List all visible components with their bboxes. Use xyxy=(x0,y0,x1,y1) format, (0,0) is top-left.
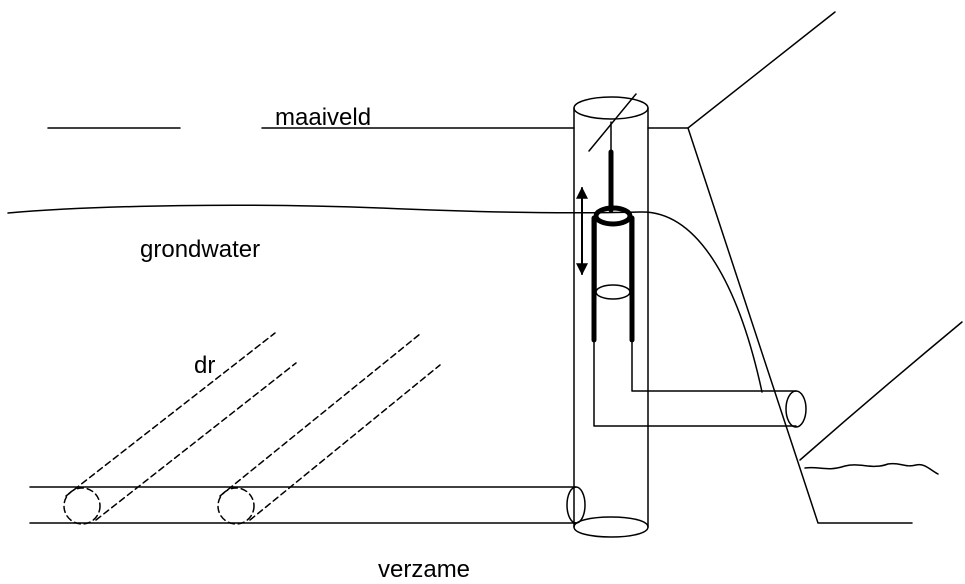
groundwater-line xyxy=(7,204,763,393)
drain-1-end xyxy=(63,487,101,525)
label-maaiveld: maaiveld xyxy=(275,104,371,131)
ditch-water-surface xyxy=(804,462,939,475)
label-grondwater: grondwater xyxy=(140,236,260,263)
far-embankment xyxy=(799,321,963,461)
collector-pipe-mouth xyxy=(566,486,586,524)
label-drain: dr xyxy=(194,352,215,379)
shaft-top-rim xyxy=(573,96,649,120)
field-drains xyxy=(63,332,441,525)
drain-2-upper xyxy=(219,333,421,497)
outlet-pipe-mouth xyxy=(785,390,807,428)
shaft-lid-handle xyxy=(588,93,637,152)
drain-2-lower xyxy=(249,364,441,521)
riser-inner-bottom xyxy=(595,284,631,300)
drain-1-upper xyxy=(65,332,276,497)
outlet-pipe xyxy=(593,339,797,427)
ditch-side-wall xyxy=(687,127,913,524)
embankment-slope xyxy=(687,11,836,129)
shaft-bottom-rim xyxy=(573,516,649,538)
label-collector: verzame xyxy=(378,556,470,583)
drain-1-lower xyxy=(95,362,297,521)
riser-top-rim xyxy=(593,205,633,227)
drain-2-end xyxy=(217,487,255,525)
